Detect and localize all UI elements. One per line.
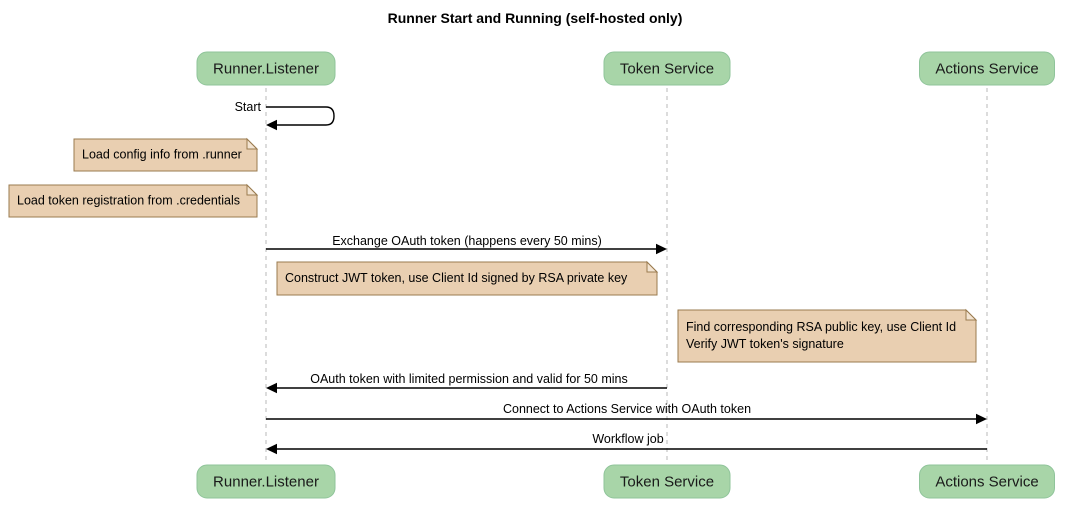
- note-construct-jwt: Construct JWT token, use Client Id signe…: [276, 260, 659, 296]
- message-label-exchange-oauth-token: Exchange OAuth token (happens every 50 m…: [332, 234, 602, 248]
- participant-box-actions[interactable]: [919, 51, 1055, 86]
- participant-label-actions: Actions Service: [935, 60, 1038, 77]
- arrow-head-workflow-job: [266, 443, 277, 455]
- message-label-connect-actions-service: Connect to Actions Service with OAuth to…: [503, 402, 751, 416]
- participant-box-runner[interactable]: [196, 51, 336, 86]
- participant-box-token[interactable]: [603, 464, 731, 499]
- participant-head-token[interactable]: Token Service: [603, 51, 731, 86]
- participant-label-actions: Actions Service: [935, 473, 1038, 490]
- note-verify-jwt-fold: [965, 308, 978, 321]
- participant-head-runner[interactable]: Runner.Listener: [196, 51, 336, 86]
- message-label-oauth-token-reply: OAuth token with limited permission and …: [310, 372, 628, 386]
- note-construct-jwt-body: [276, 261, 658, 296]
- message-oauth-token-reply[interactable]: OAuth token with limited permission and …: [266, 372, 667, 394]
- arrow-head-start: [266, 119, 277, 131]
- participant-label-token: Token Service: [620, 473, 714, 490]
- arrow-head-connect-actions-service: [976, 413, 987, 425]
- message-connect-actions-service[interactable]: Connect to Actions Service with OAuth to…: [266, 402, 987, 425]
- participant-label-runner: Runner.Listener: [213, 473, 319, 490]
- message-exchange-oauth-token[interactable]: Exchange OAuth token (happens every 50 m…: [266, 234, 667, 255]
- note-verify-jwt-body: [677, 309, 977, 363]
- message-label-workflow-job: Workflow job: [592, 432, 663, 446]
- note-construct-jwt-line-0: Construct JWT token, use Client Id signe…: [285, 271, 628, 285]
- arrow-head-oauth-token-reply: [266, 382, 277, 394]
- note-load-config-line-0: Load config info from .runner: [82, 147, 242, 161]
- note-load-token-registration-fold: [246, 183, 259, 196]
- note-load-config: Load config info from .runner: [73, 137, 259, 172]
- note-load-config-fold: [246, 137, 259, 150]
- note-verify-jwt-line-1: Verify JWT token's signature: [686, 337, 844, 351]
- participant-foot-runner[interactable]: Runner.Listener: [196, 464, 336, 499]
- participant-label-runner: Runner.Listener: [213, 60, 319, 77]
- note-load-token-registration: Load token registration from .credential…: [8, 183, 259, 218]
- note-verify-jwt-line-0: Find corresponding RSA public key, use C…: [686, 320, 956, 334]
- message-start[interactable]: Start: [235, 100, 335, 131]
- participant-foot-token[interactable]: Token Service: [603, 464, 731, 499]
- participant-box-runner[interactable]: [196, 464, 336, 499]
- participant-box-token[interactable]: [603, 51, 731, 86]
- note-load-token-registration-line-0: Load token registration from .credential…: [17, 193, 240, 207]
- note-construct-jwt-fold: [646, 260, 659, 273]
- note-verify-jwt: Find corresponding RSA public key, use C…: [677, 308, 978, 363]
- note-load-config-body: [73, 138, 258, 172]
- message-label-start: Start: [235, 100, 262, 114]
- message-workflow-job[interactable]: Workflow job: [266, 432, 987, 455]
- page-title: Runner Start and Running (self-hosted on…: [387, 10, 683, 26]
- message-line-start: [266, 106, 335, 126]
- participant-label-token: Token Service: [620, 60, 714, 77]
- note-load-token-registration-body: [8, 184, 258, 218]
- arrow-head-exchange-oauth-token: [656, 243, 667, 255]
- participant-head-actions[interactable]: Actions Service: [919, 51, 1055, 86]
- participant-box-actions[interactable]: [919, 464, 1055, 499]
- participant-foot-actions[interactable]: Actions Service: [919, 464, 1055, 499]
